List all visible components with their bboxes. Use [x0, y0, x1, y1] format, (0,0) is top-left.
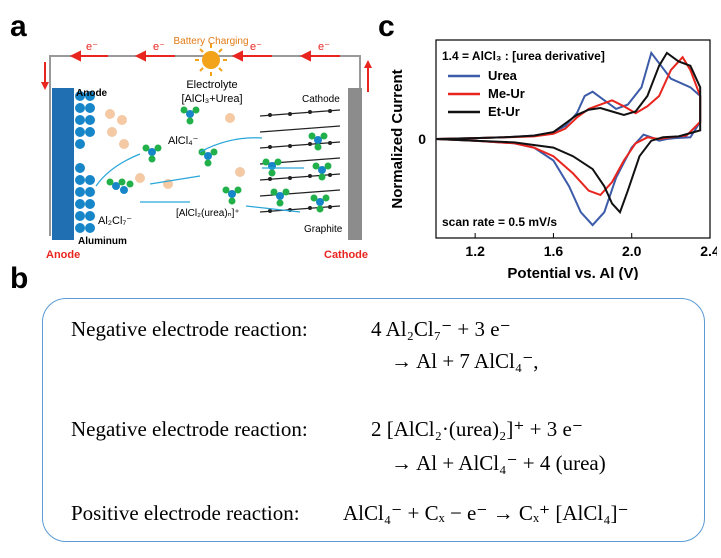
molecules: [106, 106, 332, 213]
eq2-line1: 2 [AlCl₂·(urea)₂]⁺ + 3 e⁻: [371, 417, 583, 441]
anode-atoms: [75, 91, 95, 233]
graphite-layers: [259, 109, 341, 213]
graphite-atoms: [268, 109, 332, 213]
electrolyte-label: Electrolyte: [186, 79, 237, 91]
eq3-line1: AlCl₄⁻ + Cₓ − e⁻ → Cₓ⁺ [AlCl₄]⁻: [343, 501, 629, 525]
anode-electrode: [52, 88, 74, 240]
electron-arrows: [69, 50, 340, 62]
cathode-top-label: Cathode: [302, 94, 340, 105]
electron-label: e⁻: [86, 41, 98, 53]
scan-rate-annotation: scan rate = 0.5 mV/s: [442, 215, 557, 229]
battery-schematic: e⁻ e⁻ e⁻ e⁻ Battery Charging Electrolyte…: [40, 36, 378, 261]
eq3-sep: :: [293, 501, 300, 525]
alcl4-label: AlCl₄⁻: [168, 135, 199, 147]
panel-label-b: b: [10, 262, 29, 295]
electron-label: e⁻: [153, 41, 165, 53]
x-axis-label: Potential vs. Al (V): [507, 265, 638, 280]
eq2-label: Negative electrode reaction:: [71, 417, 308, 442]
aluminum-label: Aluminum: [78, 236, 127, 247]
anode-bottom-label: Anode: [46, 249, 80, 260]
legend-label: Me-Ur: [488, 86, 525, 101]
battery-charging-label: Battery Charging: [173, 36, 248, 47]
eq2-label-text: Negative electrode reaction: [71, 417, 302, 441]
eq1-sep: :: [301, 317, 308, 341]
x-tick-label: 2.0: [622, 243, 642, 259]
eq3-label: Positive electrode reaction:: [71, 501, 300, 526]
y-axis-label: Normalized Current: [389, 69, 406, 208]
electron-label: e⁻: [318, 41, 330, 53]
al2cl7-label: Al₂Cl₇⁻: [98, 215, 132, 227]
cathode-bottom-label: Cathode: [324, 249, 368, 260]
legend-label: Urea: [488, 68, 518, 83]
eq2-line2: → Al + AlCl₄⁻ + 4 (urea): [391, 451, 606, 475]
panel-label-c: c: [378, 10, 395, 43]
eq1-line1: 4 Al₂Cl₇⁻ + 3 e⁻: [371, 317, 511, 341]
battery-schematic-svg: e⁻ e⁻ e⁻ e⁻ Battery Charging Electrolyte…: [41, 36, 372, 261]
electron-label: e⁻: [250, 41, 262, 53]
cv-chart: 1.2 1.6 2.0 2.4 0 Potential vs. Al (V) Norm…: [372, 20, 720, 282]
eq1-label: Negative electrode reaction:: [71, 317, 308, 342]
cv-chart-svg: 1.2 1.6 2.0 2.4 0 Potential vs. Al (V) Norm…: [389, 39, 720, 282]
up-arrow-right-head: [364, 60, 372, 68]
sun-icon: [195, 44, 227, 76]
x-tick-label: 1.2: [465, 243, 485, 259]
urea-molecules: [105, 109, 245, 189]
eq1-line2: → Al + 7 AlCl₄⁻,: [391, 349, 539, 373]
legend-title: 1.4 = AlCl₃ : [urea derivative]: [442, 49, 605, 63]
x-tick-label: 1.6: [544, 243, 564, 259]
ion-arrows: [95, 137, 304, 213]
y-tick-label: 0: [418, 131, 426, 147]
panel-label-a: a: [10, 10, 27, 43]
x-tick-label: 2.4: [700, 243, 717, 259]
eq2-sep: :: [301, 417, 308, 441]
legend-label: Et-Ur: [488, 104, 520, 119]
reaction-box: Negative electrode reaction: 4 Al₂Cl₇⁻ +…: [42, 298, 705, 542]
y-ticks: 0: [418, 131, 426, 147]
cv-curve-me-ur: [435, 55, 702, 197]
series-group: [435, 50, 702, 227]
eq1-label-text: Negative electrode reaction: [71, 317, 302, 341]
cathode-electrode: [348, 88, 362, 240]
cv-curve-et-ur: [435, 51, 702, 215]
x-ticks: 1.2 1.6 2.0 2.4: [465, 233, 720, 259]
anode-top-label: Anode: [76, 88, 108, 99]
down-arrow-left-head: [41, 82, 49, 90]
electrolyte-formula: [AlCl₃+Urea]: [181, 93, 242, 105]
graphite-label: Graphite: [304, 224, 343, 235]
alcl2urea-label: [AlCl₂(urea)ₙ]⁺: [176, 208, 240, 219]
eq3-label-text: Positive electrode reaction: [71, 501, 294, 525]
